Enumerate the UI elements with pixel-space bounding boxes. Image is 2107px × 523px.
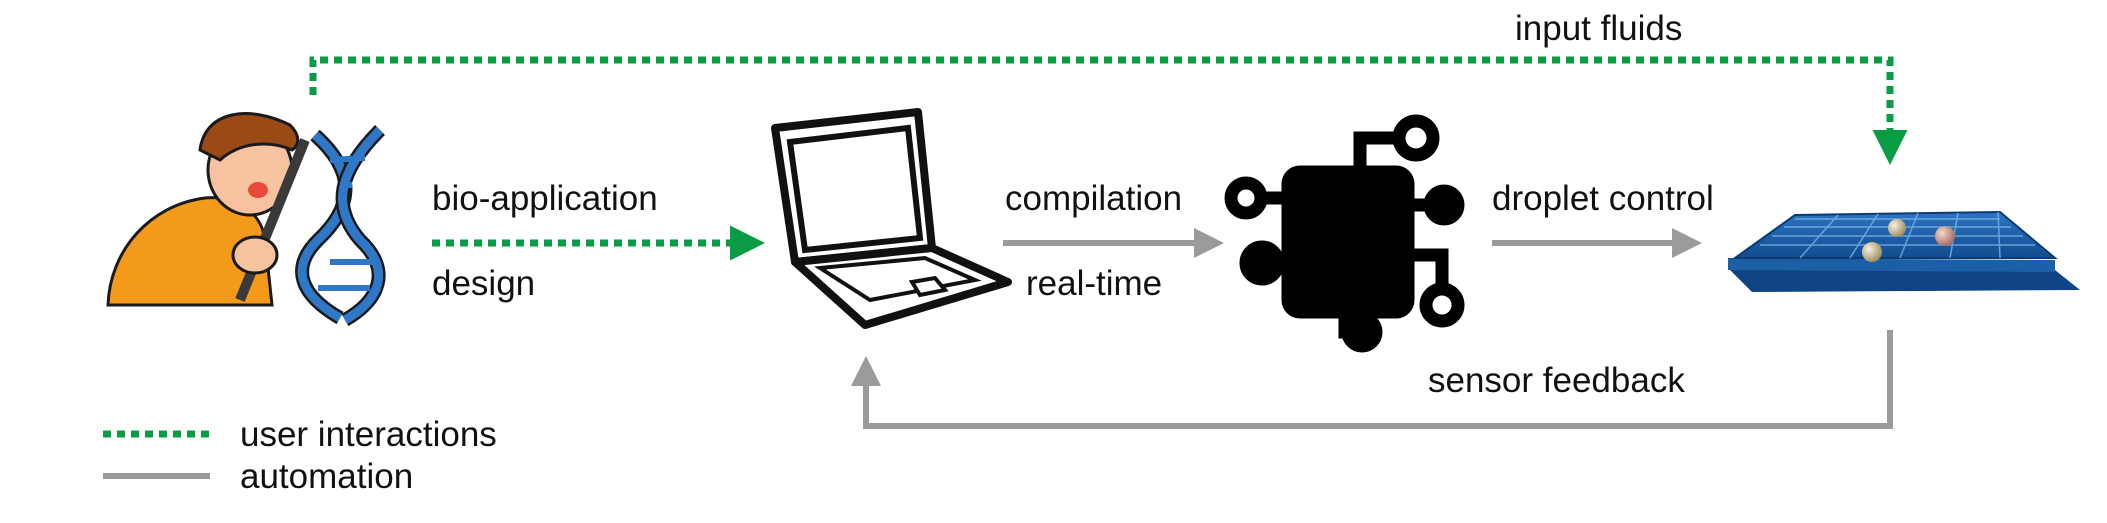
label-droplet-control: droplet control	[1492, 179, 1714, 218]
laptop-icon	[771, 108, 1012, 329]
label-sensor-feedback: sensor feedback	[1428, 361, 1685, 400]
label-compilation: compilation	[1005, 179, 1182, 218]
label-design: design	[432, 264, 535, 303]
sensor-feedback-connector	[851, 330, 1893, 429]
legend-label-user-interactions: user interactions	[240, 415, 497, 454]
biochip-icon	[1728, 210, 2080, 292]
legend: user interactions automation	[103, 415, 497, 496]
circuit-chip-icon	[1224, 114, 1465, 353]
label-input-fluids: input fluids	[1515, 9, 1682, 48]
legend-label-automation: automation	[240, 457, 413, 496]
scientist-icon	[106, 112, 386, 327]
label-bio-application: bio-application	[432, 179, 658, 218]
input-fluids-connector	[309, 56, 1908, 165]
label-real-time: real-time	[1026, 264, 1162, 303]
